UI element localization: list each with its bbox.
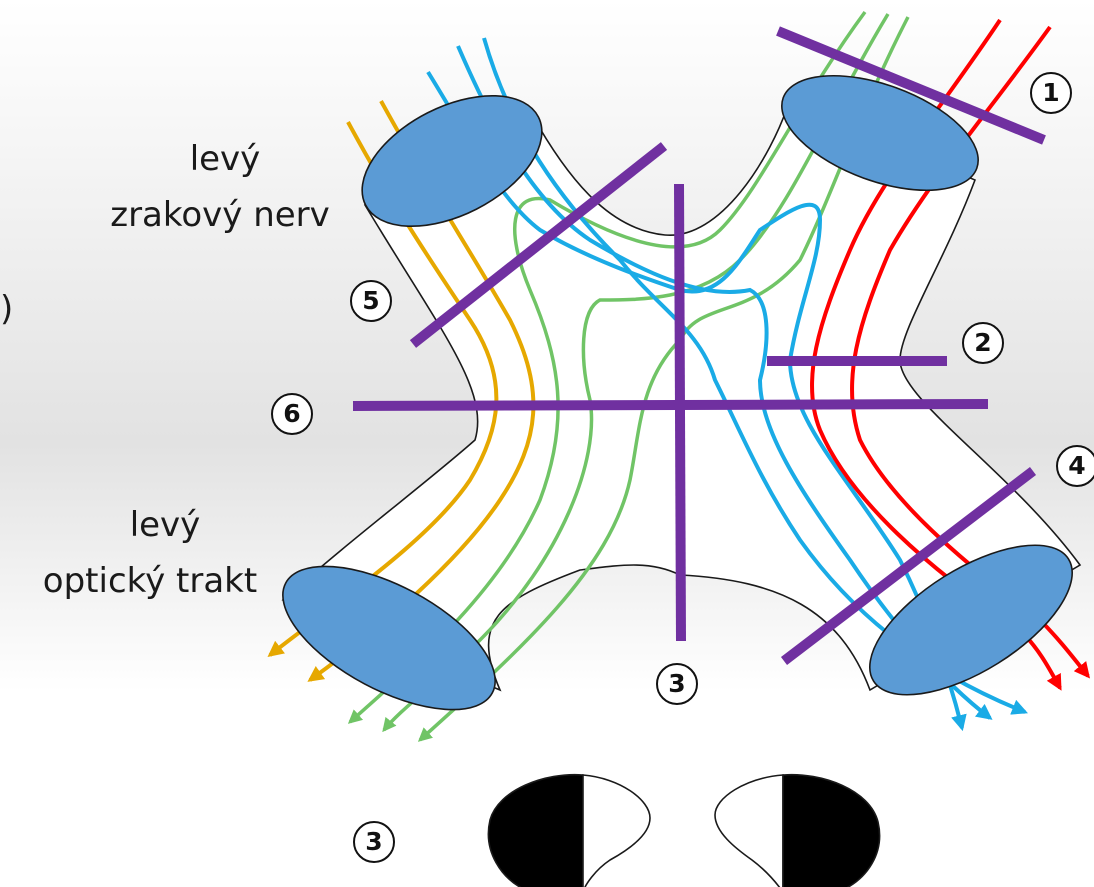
marker-1: 1 [1030, 72, 1072, 114]
lesion-5 [409, 142, 668, 348]
visual-field-left-eye [487, 773, 651, 887]
marker-3-field: 3 [353, 821, 395, 863]
lesion-1 [776, 26, 1046, 145]
lesion-lines [352, 26, 1046, 665]
lesion-3 [674, 183, 686, 642]
right-optic-tract-section [868, 544, 1074, 696]
cut-off-parenthesis: ) [0, 289, 14, 329]
left-tract-label-line2: optický trakt [42, 561, 258, 601]
left-tract-label-line1: levý [129, 505, 201, 545]
left-nerve-label-line2: zrakový nerv [110, 195, 330, 235]
marker-4: 4 [1056, 445, 1094, 487]
marker-2: 2 [962, 322, 1004, 364]
left-optic-tract-section [282, 565, 496, 711]
marker-5: 5 [350, 280, 392, 322]
lesion-6 [352, 399, 989, 411]
left-nerve-label-line1: levý [189, 139, 261, 179]
lesion-4 [780, 467, 1037, 665]
marker-6: 6 [271, 393, 313, 435]
left-optic-nerve-section [361, 94, 543, 228]
right-optic-nerve-section [781, 74, 979, 192]
marker-3: 3 [656, 663, 698, 705]
visual-field-right-eye [714, 773, 881, 887]
